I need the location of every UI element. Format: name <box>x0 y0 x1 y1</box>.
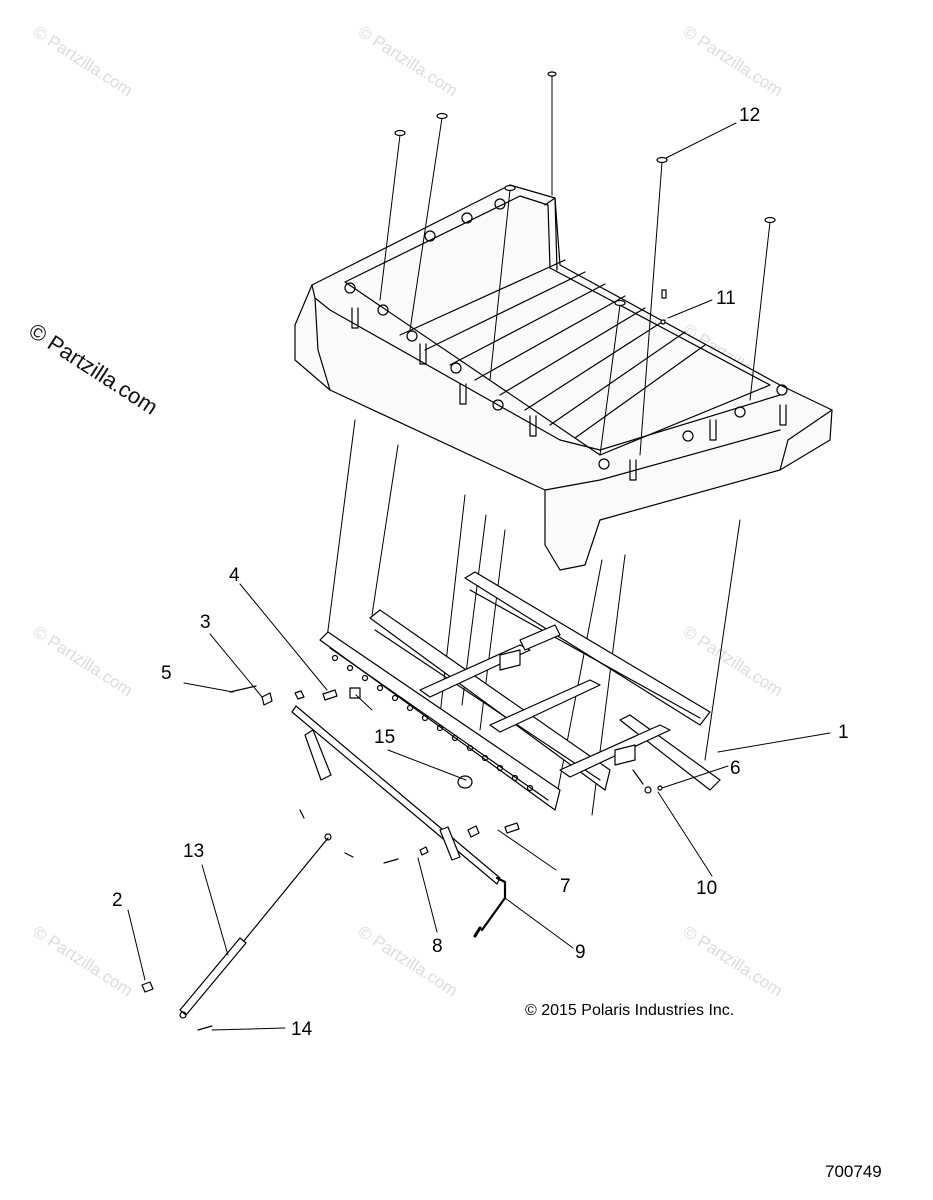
callout-label: 7 <box>560 876 571 897</box>
callout-label: 15 <box>374 727 396 748</box>
push-rivets <box>394 71 776 325</box>
callout-label: 3 <box>200 612 211 633</box>
callout-label: 4 <box>229 565 240 586</box>
callout-label: 6 <box>730 758 741 779</box>
latch-assembly <box>229 685 663 938</box>
callout-label: 11 <box>716 288 736 309</box>
callout-label: 10 <box>696 878 718 899</box>
callout-leaders <box>127 122 831 1031</box>
callout-label: 2 <box>112 890 123 911</box>
copyright-notice: © 2015 Polaris Industries Inc. <box>525 1002 735 1019</box>
frame-rails <box>319 571 721 811</box>
callout-label: 9 <box>575 942 586 963</box>
gas-strut <box>141 833 332 1031</box>
callout-label: 14 <box>291 1019 313 1040</box>
diagram-id: 700749 <box>825 1162 882 1181</box>
callout-label: 13 <box>183 841 205 862</box>
assembly-lines <box>326 74 771 816</box>
callout-label: 8 <box>432 936 443 957</box>
cargo-box <box>294 184 833 571</box>
callout-label: 1 <box>838 722 849 743</box>
callout-label: 12 <box>739 105 761 126</box>
callout-label: 5 <box>161 663 172 684</box>
